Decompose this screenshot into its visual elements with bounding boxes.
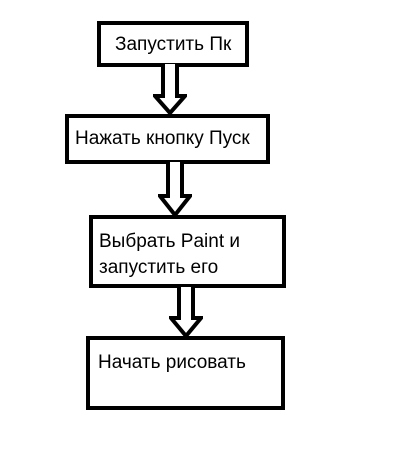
step-label-start-drawing: Начать рисовать: [98, 352, 246, 373]
step-label-start-pc: Запустить Пк: [115, 34, 232, 55]
arrow-down-icon: [169, 287, 203, 339]
step-label-select-paint: Выбрать Paint и запустить его: [99, 229, 240, 281]
step-box-start-pc: Запустить Пк: [97, 21, 249, 67]
step-box-select-paint: Выбрать Paint и запустить его: [89, 215, 286, 288]
step-label-select-paint-line2: запустить его: [99, 257, 219, 278]
step-box-start-drawing: Начать рисовать: [86, 336, 285, 410]
step-box-press-start: Нажать кнопку Пуск: [65, 114, 270, 164]
arrow-down-icon: [153, 64, 187, 116]
step-label-select-paint-line1: Выбрать Paint и: [99, 231, 241, 252]
arrow-down-icon: [158, 162, 192, 218]
step-label-press-start: Нажать кнопку Пуск: [75, 128, 250, 149]
